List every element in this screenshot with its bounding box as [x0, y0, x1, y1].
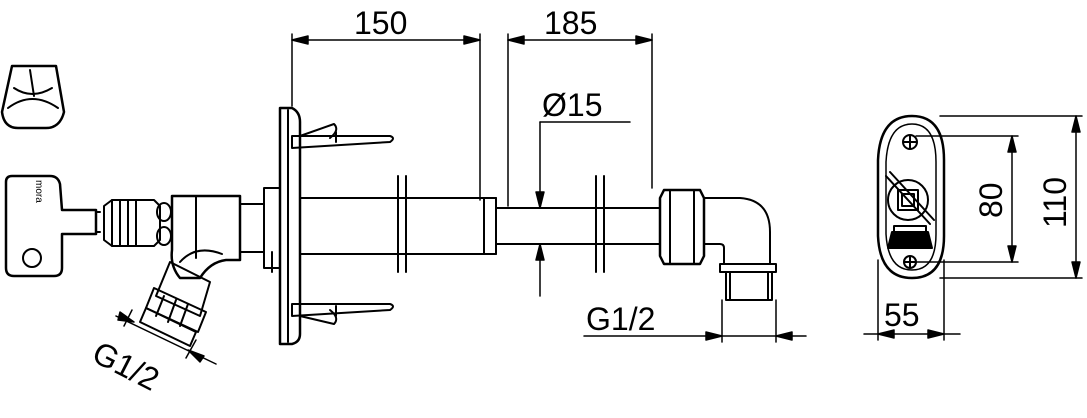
handwheel-icon — [0, 64, 66, 130]
dimension-label-185: 185 — [544, 5, 597, 41]
break-mark-right — [595, 175, 605, 273]
wall-anchor-top — [291, 123, 394, 149]
dimension-label-diameter: Ø15 — [542, 87, 602, 123]
dimension-80 — [915, 135, 1019, 263]
key-logo: mora — [33, 180, 44, 203]
pipe — [495, 207, 661, 245]
dimension-110 — [939, 115, 1083, 279]
key-handle: mora — [4, 174, 101, 278]
front-view-flange — [876, 114, 946, 280]
dimension-label-55: 55 — [884, 297, 920, 333]
dimension-label-110: 110 — [1037, 177, 1073, 228]
wall-flange — [263, 106, 302, 346]
dimension-label-80: 80 — [973, 182, 1009, 218]
break-mark-left — [397, 175, 407, 273]
dimension-150 — [291, 33, 481, 201]
elbow-connector — [658, 188, 777, 301]
dimension-label-thread-inlet: G1/2 — [87, 334, 165, 398]
dimension-thread-outlet — [583, 299, 807, 343]
dimension-185 — [507, 33, 653, 207]
dimension-label-150: 150 — [354, 5, 407, 41]
valve-body — [103, 194, 265, 347]
dimension-55 — [863, 259, 961, 341]
wall-anchor-bottom — [291, 303, 394, 325]
dimension-thread-inlet — [115, 309, 217, 365]
dimension-label-thread-outlet: G1/2 — [586, 301, 655, 337]
dimension-diameter — [535, 121, 631, 297]
